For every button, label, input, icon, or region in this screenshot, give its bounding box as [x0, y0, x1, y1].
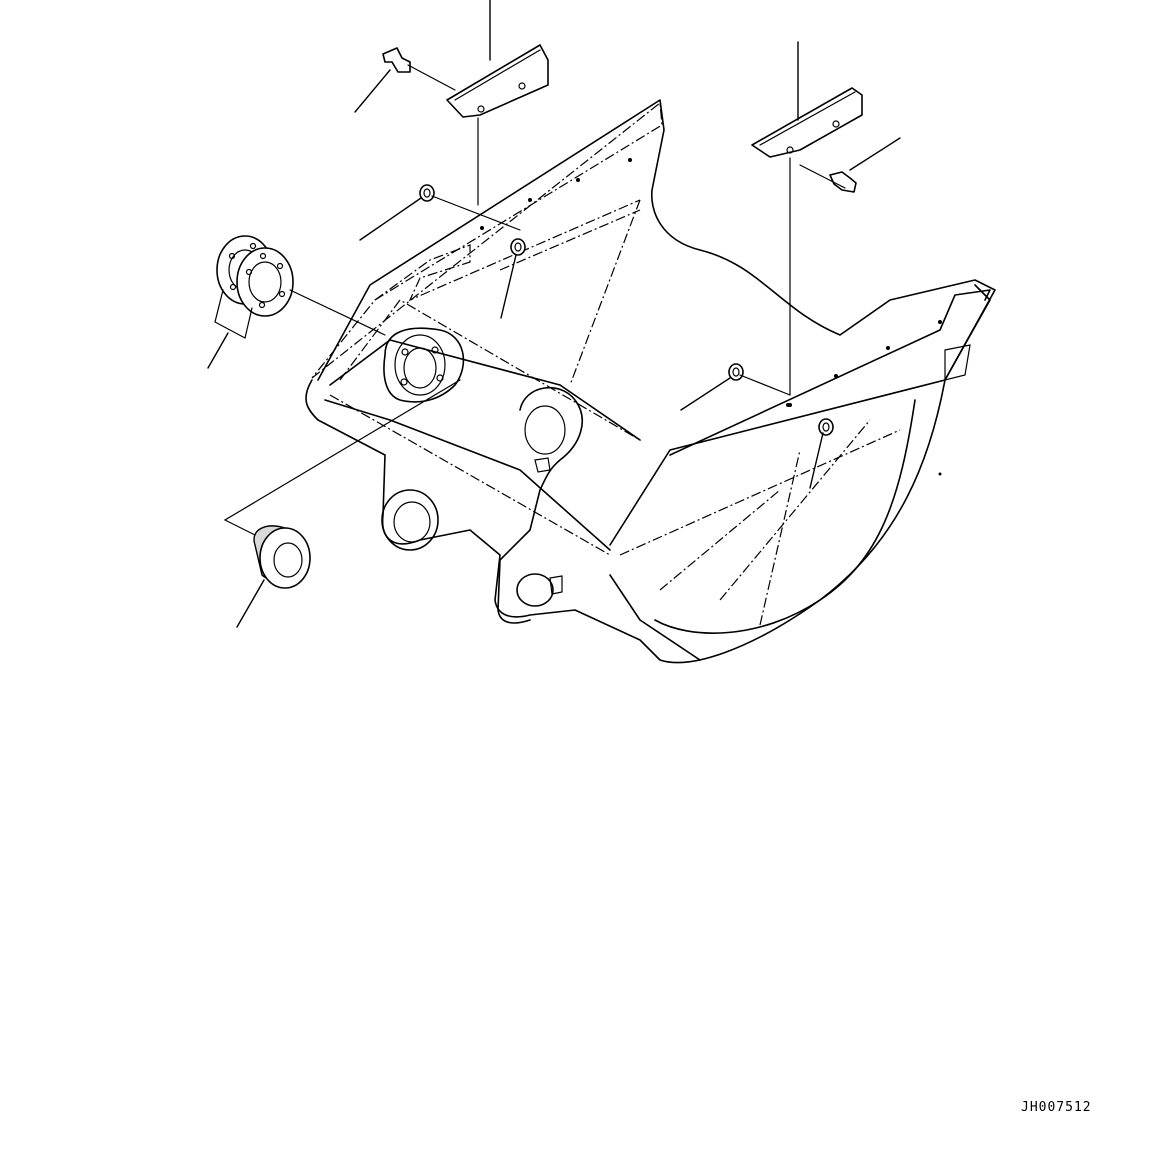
- bolt-right: [829, 171, 857, 193]
- washer-left-bottom: [510, 238, 526, 256]
- left-boss: [381, 327, 465, 551]
- bushing: [253, 525, 311, 589]
- wear-plate-right: [751, 87, 863, 158]
- leader-lines: [207, 0, 901, 628]
- bucket-body: [305, 99, 996, 664]
- center-boss: [497, 386, 584, 624]
- washer-right-top: [728, 363, 744, 381]
- wear-plate-left: [446, 44, 549, 118]
- washer-left-top: [419, 184, 435, 202]
- bolt-left: [382, 47, 411, 73]
- washer-right-bottom: [818, 418, 834, 436]
- drawing-id-label: JH007512: [1021, 1100, 1092, 1115]
- shim-set: [214, 235, 294, 339]
